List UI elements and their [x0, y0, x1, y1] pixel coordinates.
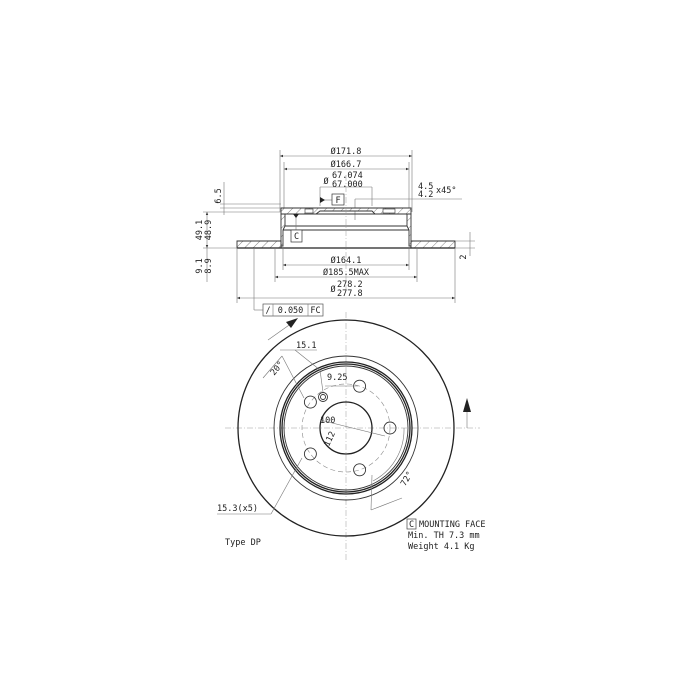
dim-277-8: 277.8	[337, 289, 363, 299]
center-bore	[319, 401, 373, 455]
dim-171-8: Ø171.8	[331, 146, 362, 157]
rotation-direction-arrow	[463, 398, 471, 412]
dim-holes-15-3-x5: 15.3(x5)	[217, 504, 258, 514]
mounting-face-label: MOUNTING FACE	[419, 520, 486, 530]
dim-185-5-max: Ø185.5MAX	[323, 267, 370, 278]
dim-278-2: 278.2	[337, 280, 363, 290]
dim-67-074: 67.074	[332, 171, 363, 181]
notes: Type DP C MOUNTING FACE Min. TH 7.3 mm W…	[225, 518, 486, 552]
chamfer-4-5: 4.5	[418, 182, 433, 192]
dim-67-000: 67.000	[332, 180, 363, 190]
dim-72-deg: 72°	[399, 470, 415, 488]
datum-f-box	[331, 193, 345, 206]
chamfer-4-2: 4.2	[418, 190, 433, 200]
locating-hole	[318, 392, 328, 402]
datum-f-label: F	[335, 196, 340, 206]
disc-outer-edge	[237, 319, 455, 537]
runout-datum: FC	[310, 306, 320, 316]
dim-9-25: 9.25	[327, 373, 347, 383]
runout-tolerance-frame: / 0.050 FC	[262, 303, 324, 317]
datum-c-label: C	[294, 232, 299, 242]
chamfer-angle: x45°	[436, 186, 456, 196]
min-thickness-label: Min. TH 7.3 mm	[408, 531, 480, 541]
dim-8-9: 8.9	[204, 258, 214, 273]
runout-value: 0.050	[278, 306, 304, 316]
bolt-hole	[303, 395, 317, 409]
type-label: Type DP	[225, 538, 261, 548]
dim-pcd-100: 100	[320, 416, 335, 426]
datum-c-box	[290, 229, 303, 243]
dim-15-1: 15.1	[296, 341, 316, 351]
weight-label: Weight 4.1 Kg	[408, 542, 475, 552]
dim-6-5: 6.5	[214, 188, 224, 203]
front-view: 15.1 20° 9.25 100 112 72° 15.3(x5)	[217, 312, 480, 560]
dim-20-deg: 20°	[269, 360, 287, 378]
dim-diameter-symbol-2: Ø	[330, 284, 335, 295]
dim-164-1: Ø164.1	[331, 255, 362, 266]
mounting-face-datum: C	[409, 520, 414, 530]
dim-diameter-symbol: Ø	[323, 176, 328, 187]
dim-pcd-112: 112	[322, 430, 338, 448]
runout-symbol: /	[265, 306, 270, 316]
dim-166-7: Ø166.7	[331, 159, 362, 170]
bolt-hole	[303, 447, 317, 461]
dim-49-1: 49.1	[195, 220, 205, 240]
section-view: Ø171.8 Ø166.7 Ø 67.074 67.000 F 4.5 4.2 …	[195, 146, 475, 317]
dim-48-9: 48.9	[204, 220, 214, 240]
dim-2: 2	[459, 254, 469, 259]
bolt-hole	[353, 463, 367, 477]
bolt-hole	[383, 421, 397, 435]
dim-9-1: 9.1	[195, 258, 205, 273]
